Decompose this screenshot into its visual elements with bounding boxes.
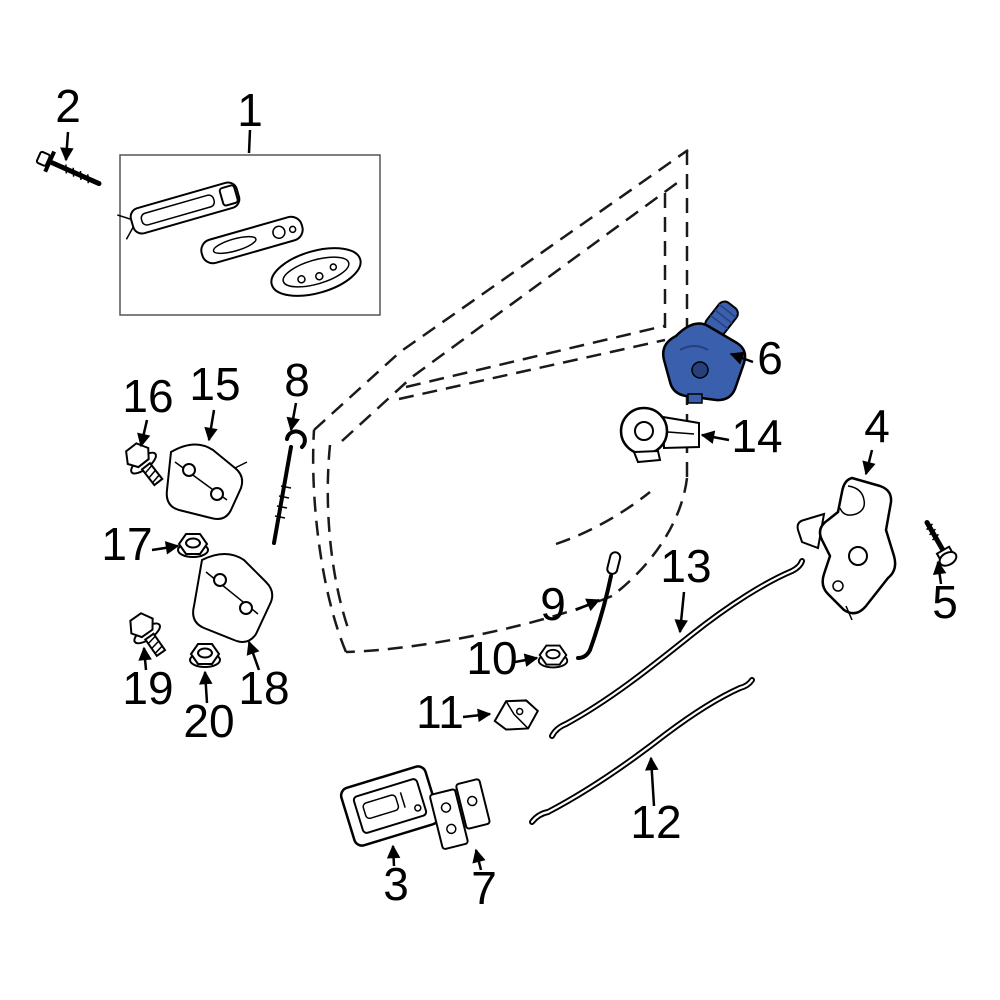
part-label-9: 9 (540, 578, 566, 630)
part-label-3: 3 (383, 858, 409, 910)
leader-20 (199, 670, 213, 704)
part-label-5: 5 (932, 576, 958, 628)
leader-8 (286, 402, 300, 432)
part-label-14: 14 (731, 410, 782, 462)
leader-12 (645, 756, 659, 807)
leader-6 (729, 351, 754, 365)
part-3-inner-handle (339, 765, 441, 847)
part-label-2: 2 (55, 80, 81, 132)
leader-11 (462, 708, 492, 723)
part-label-13: 13 (660, 540, 711, 592)
part-20-nut (189, 643, 221, 668)
handle-b (200, 215, 304, 265)
part-13-rod (549, 558, 805, 739)
part-label-15: 15 (189, 358, 240, 410)
leader-9 (575, 598, 601, 612)
part-8-rod (272, 429, 307, 545)
part-17-nut (177, 533, 209, 558)
leader-19 (138, 646, 152, 671)
part-label-16: 16 (122, 370, 173, 422)
handle-a (117, 181, 241, 240)
part-4-latch (796, 476, 897, 621)
part-2-screw (35, 150, 102, 187)
leader-17 (151, 541, 180, 555)
leader-5 (932, 560, 947, 585)
part-11-clip (493, 699, 540, 731)
leader-15 (204, 409, 218, 442)
part-10-nut (537, 644, 569, 669)
leader-1 (247, 129, 252, 154)
part-18-hinge (192, 553, 274, 643)
leader-10 (514, 653, 539, 667)
leader-7 (472, 848, 486, 871)
part-7-bracket (429, 778, 491, 850)
leader-18 (246, 640, 261, 671)
part-19-bolt (122, 607, 175, 663)
part-5-screw (924, 519, 958, 567)
leader-3 (386, 844, 401, 867)
door-panel-outline (311, 148, 689, 654)
handle-c (270, 247, 362, 297)
part-label-7: 7 (471, 862, 497, 914)
part-12-rod (529, 677, 755, 825)
part-6-actuator-highlighted (662, 300, 747, 404)
leader-4 (862, 449, 876, 476)
leader-13 (674, 591, 688, 634)
part-label-8: 8 (284, 354, 310, 406)
part-9-knob-rod (576, 551, 622, 660)
leader-2 (60, 131, 74, 162)
part-label-6: 6 (757, 332, 783, 384)
leader-14 (700, 430, 730, 444)
part-label-17: 17 (101, 518, 152, 570)
part-1-handle-kit (117, 154, 381, 316)
part-label-18: 18 (238, 662, 289, 714)
part-14-bracket (619, 406, 700, 464)
part-label-4: 4 (864, 400, 890, 452)
part-16-bolt (118, 437, 172, 493)
part-label-10: 10 (466, 632, 517, 684)
part-label-19: 19 (122, 662, 173, 714)
part-label-1: 1 (237, 84, 263, 136)
part-15-hinge (165, 443, 248, 520)
callout-labels: 1 2 3 4 5 6 7 8 9 10 11 12 13 14 15 16 1… (55, 80, 958, 914)
part-label-20: 20 (183, 695, 234, 747)
leader-16 (137, 419, 151, 448)
part-label-11: 11 (416, 686, 464, 738)
leader-lines (60, 129, 947, 871)
part-label-12: 12 (630, 796, 681, 848)
